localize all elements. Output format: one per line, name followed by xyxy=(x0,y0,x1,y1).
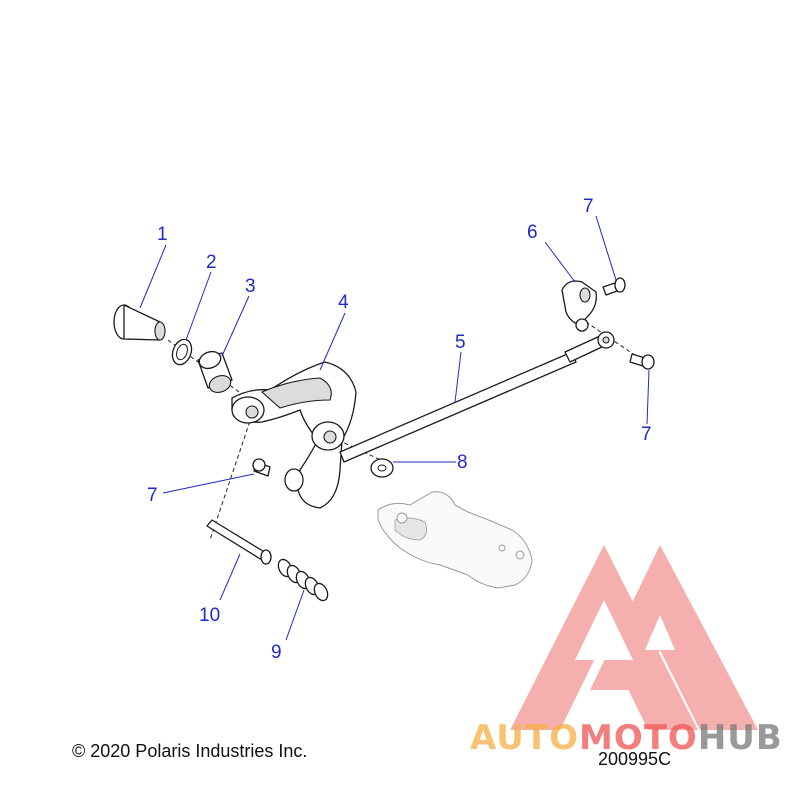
callout-3: 3 xyxy=(245,276,256,297)
callout-10: 10 xyxy=(199,605,220,626)
part-8-washer xyxy=(370,458,394,478)
part-2-o-ring xyxy=(171,338,193,366)
callout-8: 8 xyxy=(457,452,468,473)
watermark-auto: AUTO xyxy=(470,718,579,758)
callout-4: 4 xyxy=(338,292,349,313)
callout-5: 5 xyxy=(455,332,466,353)
callouts: 1 2 3 4 5 6 7 7 7 8 10 9 xyxy=(147,196,652,663)
part-10-pin xyxy=(206,519,272,565)
part-6-clevis xyxy=(561,280,597,332)
callout-7-top: 7 xyxy=(583,196,594,217)
watermark-logo xyxy=(510,545,758,730)
callout-7-right: 7 xyxy=(641,424,652,445)
part-9-spring xyxy=(277,558,329,602)
leader-lines xyxy=(139,215,650,641)
part-7-bolt-right xyxy=(629,353,655,370)
part-1-pivot-bolt xyxy=(113,304,166,341)
watermark-moto: MOTO xyxy=(578,718,698,758)
part-7-bolt-left xyxy=(252,458,271,477)
callout-2: 2 xyxy=(206,252,217,273)
part-3-bushing xyxy=(197,350,233,393)
part-5-brake-rod xyxy=(339,331,615,463)
callout-6: 6 xyxy=(527,222,538,243)
callout-9: 9 xyxy=(271,642,282,663)
ghost-mounting-bracket xyxy=(377,491,533,589)
watermark-hub: HUB xyxy=(697,718,783,758)
watermark-wordmark: AUTOMOTOHUB xyxy=(470,718,783,758)
copyright-notice: © 2020 Polaris Industries Inc. xyxy=(72,741,308,761)
callout-1: 1 xyxy=(157,224,168,245)
part-7-bolt-upper xyxy=(602,277,626,296)
callout-7-left: 7 xyxy=(147,485,158,506)
diagram-part-number: 200995C xyxy=(598,749,672,769)
part-4-brake-pedal-arm xyxy=(231,361,357,509)
